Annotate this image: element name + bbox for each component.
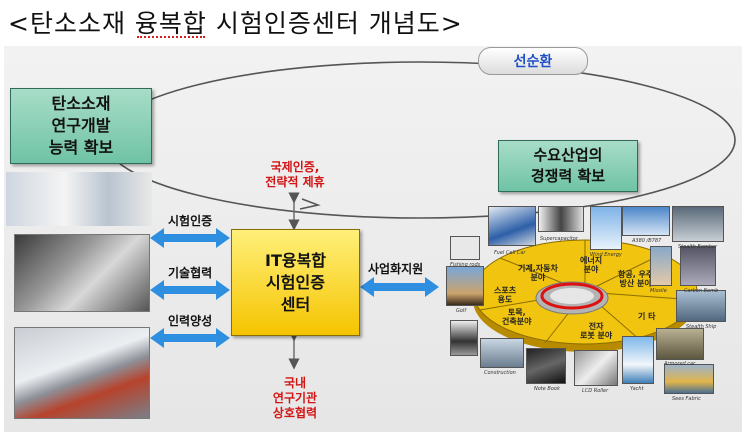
thumb-supercapacitor bbox=[538, 206, 584, 232]
caption-fuel-cell-car: Fuel Cell Car bbox=[494, 250, 526, 256]
thumb-construction-2 bbox=[480, 338, 524, 368]
segment-construction: 토목,건축분야 bbox=[502, 308, 532, 326]
caption-missile: Missile bbox=[650, 288, 667, 294]
link-label-commercialization: 사업화지원 bbox=[368, 262, 424, 276]
link-label-tech-cooperation: 기술협력 bbox=[168, 266, 213, 280]
cycle-label: 선순환 bbox=[478, 47, 588, 75]
link-label-workforce: 인력양성 bbox=[168, 314, 213, 328]
link-label-certification: 시험인증 bbox=[168, 214, 213, 228]
thumb-fuel-cell-car bbox=[488, 206, 536, 246]
cycle-arrow-bottom bbox=[299, 198, 321, 210]
thumb-stealth-ship bbox=[676, 290, 726, 322]
lab-equipment-image bbox=[6, 172, 152, 226]
left-arrows bbox=[150, 228, 230, 348]
thumb-golf bbox=[446, 266, 484, 306]
thumb-notebook bbox=[526, 348, 566, 384]
caption-lcd-roller: LCD Roller bbox=[582, 388, 609, 394]
caption-construction: Construction bbox=[484, 370, 516, 376]
caption-stealth-bomber: Stealth Bomber bbox=[678, 244, 718, 250]
thumb-lcd-roller bbox=[574, 350, 618, 386]
caption-notebook: Note Book bbox=[534, 386, 560, 392]
caption-carbon-bomb: Carbon Bomb bbox=[684, 288, 719, 294]
top-note: 국제인증,전략적 제휴 bbox=[265, 160, 325, 189]
spellcheck-underline bbox=[137, 34, 205, 38]
thumb-stealth-bomber bbox=[672, 206, 724, 242]
caption-supercapacitor: Supercapacitor bbox=[540, 236, 578, 242]
thumb-aircraft bbox=[622, 206, 670, 236]
machine-image-1 bbox=[14, 234, 150, 312]
caption-wind-energy: Wind Energy bbox=[590, 252, 622, 258]
caption-aircraft: A380 /B787 bbox=[632, 238, 662, 244]
thumb-missile bbox=[650, 246, 672, 286]
thumb-carbon-bomb bbox=[680, 246, 716, 286]
thumb-yacht bbox=[622, 336, 654, 384]
segment-other: 기 타 bbox=[638, 312, 656, 321]
thumb-construction-1 bbox=[450, 320, 478, 356]
thumb-seas-fabric bbox=[664, 364, 714, 394]
thumb-wind-energy bbox=[590, 206, 622, 250]
caption-golf: Golf bbox=[456, 308, 467, 314]
thumb-fishing-rods bbox=[450, 236, 480, 260]
thumb-armored-car bbox=[656, 328, 704, 360]
caption-stealth-ship: Stealth Ship bbox=[686, 324, 717, 330]
right-arrow bbox=[360, 277, 439, 297]
machine-image-2 bbox=[14, 327, 150, 419]
caption-armored-car: Armored car bbox=[664, 361, 696, 367]
page-title: <탄소소재 융복합 시험인증센터 개념도> bbox=[8, 9, 463, 38]
caption-fishing-rods: Fishing rods bbox=[450, 262, 481, 268]
caption-seas-fabric: Sees Fabric bbox=[672, 396, 701, 402]
caption-yacht: Yacht bbox=[630, 386, 644, 392]
